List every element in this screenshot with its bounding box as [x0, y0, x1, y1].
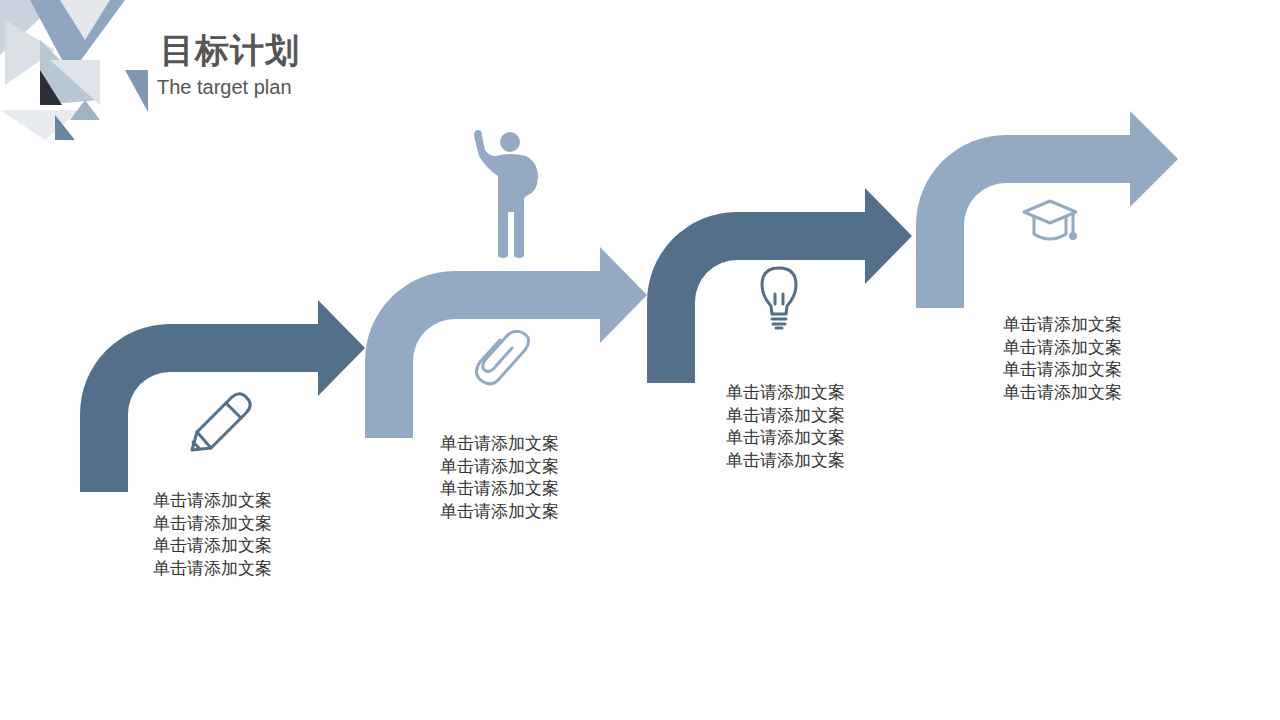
bulb-icon	[762, 268, 796, 328]
paperclip-icon	[476, 331, 528, 384]
bent-arrow	[916, 111, 1178, 308]
bent-arrow	[365, 247, 647, 438]
bent-arrow	[80, 300, 365, 492]
text-block: 单击请添加文案 单击请添加文案 单击请添加文案 单击请添加文案	[1003, 313, 1132, 403]
graduation-cap-icon	[1024, 201, 1076, 239]
pencil-icon	[192, 394, 250, 450]
text-block: 单击请添加文案 单击请添加文案 单击请添加文案 单击请添加文案	[153, 489, 282, 579]
corner-decoration	[0, 0, 148, 140]
text-block: 单击请添加文案 单击请添加文案 单击请添加文案 单击请添加文案	[726, 381, 855, 471]
text-block: 单击请添加文案 单击请添加文案 单击请添加文案 单击请添加文案	[440, 432, 569, 522]
subtitle: The target plan	[157, 76, 292, 99]
slide-title: 目标计划	[160, 28, 300, 74]
person-figure	[474, 130, 538, 258]
bent-arrow	[647, 188, 912, 383]
step-arrows	[80, 111, 1178, 492]
